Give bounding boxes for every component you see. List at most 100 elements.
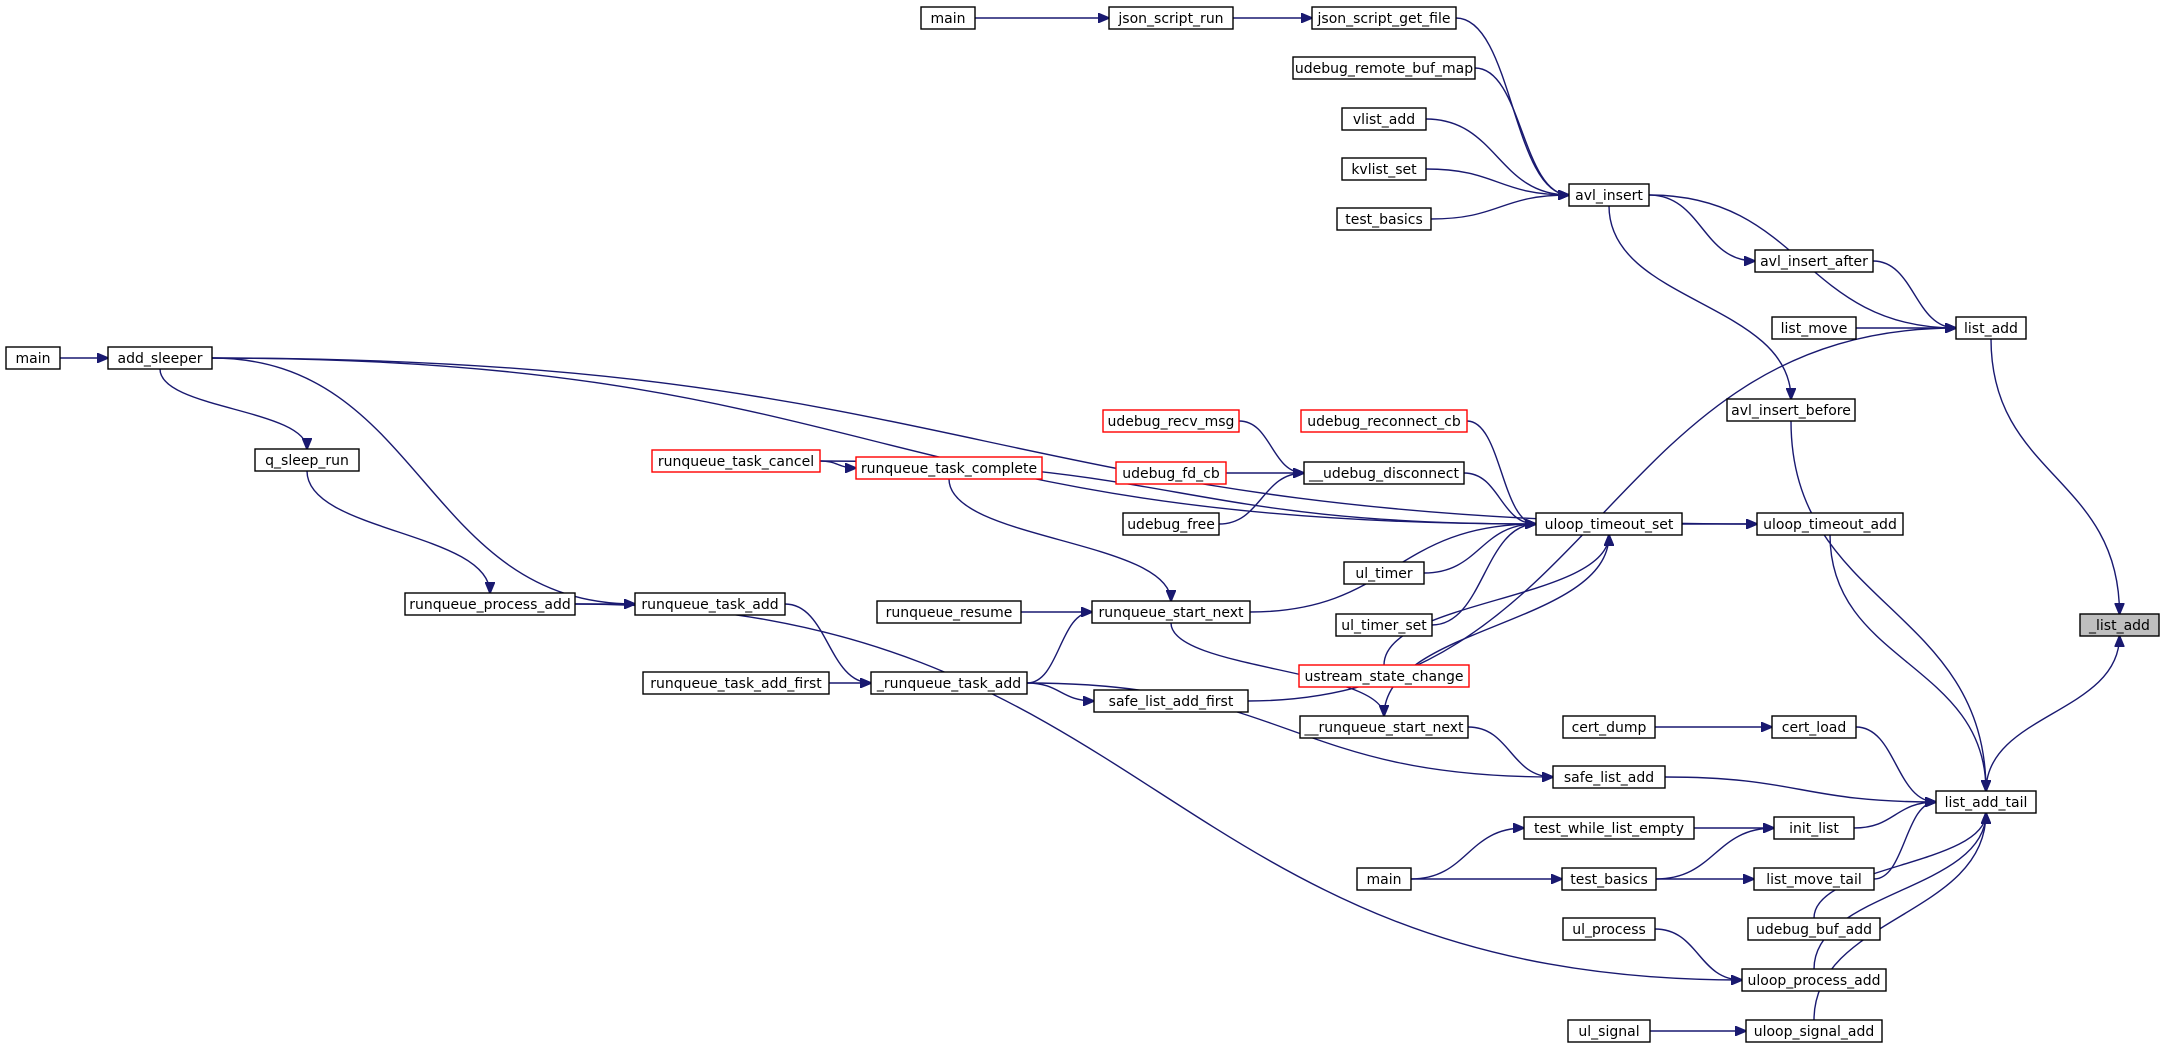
node-box[interactable] xyxy=(404,592,576,616)
node-uloop_timeout_add[interactable]: uloop_timeout_add xyxy=(1756,512,1904,536)
node-box[interactable] xyxy=(1093,689,1249,713)
node-box[interactable] xyxy=(1773,816,1855,840)
node-runqueue_task_cancel[interactable]: runqueue_task_cancel xyxy=(651,449,821,473)
node-test_while_list_empty[interactable]: test_while_list_empty xyxy=(1523,816,1695,840)
node-udebug_remote_buf_map[interactable]: udebug_remote_buf_map xyxy=(1292,56,1476,80)
node-runqueue_task_add_internal[interactable]: _runqueue_task_add xyxy=(870,671,1028,695)
node-q_sleep_run[interactable]: q_sleep_run xyxy=(254,448,360,472)
node-box[interactable] xyxy=(1561,867,1657,891)
node-ul_timer_set[interactable]: ul_timer_set xyxy=(1335,613,1433,637)
node-ustream_state_change[interactable]: ustream_state_change xyxy=(1298,664,1470,688)
node-box[interactable] xyxy=(870,671,1028,695)
node-box[interactable] xyxy=(1935,790,2037,814)
node-box[interactable] xyxy=(876,600,1022,624)
node-avl_insert_after[interactable]: avl_insert_after xyxy=(1754,249,1874,273)
node-main_left[interactable]: main xyxy=(5,346,61,370)
node-box[interactable] xyxy=(1771,316,1857,340)
node-box[interactable] xyxy=(1115,461,1227,485)
node-ul_signal[interactable]: ul_signal xyxy=(1567,1019,1651,1043)
node-box[interactable] xyxy=(1753,867,1875,891)
node-ul_process[interactable]: ul_process xyxy=(1562,917,1656,941)
node-safe_list_add_first[interactable]: safe_list_add_first xyxy=(1093,689,1249,713)
node-box[interactable] xyxy=(920,6,976,30)
node-runqueue_task_complete[interactable]: runqueue_task_complete xyxy=(855,456,1043,480)
node-ul_timer[interactable]: ul_timer xyxy=(1343,561,1425,585)
node-box[interactable] xyxy=(1108,6,1234,30)
node-list_add_target[interactable]: _list_add xyxy=(2079,613,2160,637)
node-box[interactable] xyxy=(1091,600,1251,624)
node-main_bottom[interactable]: main xyxy=(1356,867,1412,891)
node-box[interactable] xyxy=(1567,1019,1651,1043)
node-box[interactable] xyxy=(254,448,360,472)
node-init_list[interactable]: init_list xyxy=(1773,816,1855,840)
node-test_basics_bottom[interactable]: test_basics xyxy=(1561,867,1657,891)
node-box[interactable] xyxy=(1335,613,1433,637)
node-runqueue_resume[interactable]: runqueue_resume xyxy=(876,600,1022,624)
node-box[interactable] xyxy=(642,671,830,695)
node-box[interactable] xyxy=(1756,512,1904,536)
node-box[interactable] xyxy=(1298,664,1470,688)
node-uloop_signal_add[interactable]: uloop_signal_add xyxy=(1745,1019,1883,1043)
node-box[interactable] xyxy=(634,592,786,616)
node-box[interactable] xyxy=(1300,409,1468,433)
node-udebug_reconnect_cb[interactable]: udebug_reconnect_cb xyxy=(1300,409,1468,433)
node-udebug_recv_msg[interactable]: udebug_recv_msg xyxy=(1102,409,1240,433)
node-box[interactable] xyxy=(1741,968,1887,992)
node-box[interactable] xyxy=(1303,461,1465,485)
node-box[interactable] xyxy=(1343,561,1425,585)
node-box[interactable] xyxy=(1747,917,1881,941)
node-list_move_tail[interactable]: list_move_tail xyxy=(1753,867,1875,891)
node-box[interactable] xyxy=(1771,715,1857,739)
node-box[interactable] xyxy=(1122,512,1220,536)
node-box[interactable] xyxy=(651,449,821,473)
node-list_add[interactable]: list_add xyxy=(1955,316,2027,340)
node-runqueue_start_next[interactable]: runqueue_start_next xyxy=(1091,600,1251,624)
node-box[interactable] xyxy=(1356,867,1412,891)
node-runqueue_task_add[interactable]: runqueue_task_add xyxy=(634,592,786,616)
node-runqueue_process_add[interactable]: runqueue_process_add xyxy=(404,592,576,616)
node-runqueue_task_add_first[interactable]: runqueue_task_add_first xyxy=(642,671,830,695)
node-box[interactable] xyxy=(1955,316,2027,340)
node-box[interactable] xyxy=(2079,613,2160,637)
node-box[interactable] xyxy=(855,456,1043,480)
node-box[interactable] xyxy=(1562,917,1656,941)
node-box[interactable] xyxy=(1754,249,1874,273)
node-list_move[interactable]: list_move xyxy=(1771,316,1857,340)
node-runqueue_start_next_internal[interactable]: __runqueue_start_next xyxy=(1299,715,1469,739)
node-box[interactable] xyxy=(1745,1019,1883,1043)
node-uloop_process_add[interactable]: uloop_process_add xyxy=(1741,968,1887,992)
node-main_json[interactable]: main xyxy=(920,6,976,30)
node-json_script_get_file[interactable]: json_script_get_file xyxy=(1311,6,1457,30)
node-box[interactable] xyxy=(1299,715,1469,739)
node-box[interactable] xyxy=(1102,409,1240,433)
node-list_add_tail[interactable]: list_add_tail xyxy=(1935,790,2037,814)
node-box[interactable] xyxy=(1568,183,1650,207)
node-udebug_free[interactable]: udebug_free xyxy=(1122,512,1220,536)
node-box[interactable] xyxy=(1535,512,1683,536)
node-box[interactable] xyxy=(1341,157,1427,181)
node-box[interactable] xyxy=(1341,107,1427,131)
node-cert_load[interactable]: cert_load xyxy=(1771,715,1857,739)
node-box[interactable] xyxy=(1292,56,1476,80)
node-safe_list_add[interactable]: safe_list_add xyxy=(1552,765,1666,789)
node-test_basics_top[interactable]: test_basics xyxy=(1336,207,1432,231)
node-box[interactable] xyxy=(1562,715,1656,739)
node-udebug_fd_cb[interactable]: udebug_fd_cb xyxy=(1115,461,1227,485)
node-box[interactable] xyxy=(1311,6,1457,30)
node-add_sleeper[interactable]: add_sleeper xyxy=(107,346,213,370)
node-box[interactable] xyxy=(1552,765,1666,789)
node-box[interactable] xyxy=(1726,398,1856,422)
node-box[interactable] xyxy=(107,346,213,370)
node-box[interactable] xyxy=(1523,816,1695,840)
node-kvlist_set[interactable]: kvlist_set xyxy=(1341,157,1427,181)
node-avl_insert_before[interactable]: avl_insert_before xyxy=(1726,398,1856,422)
node-udebug_buf_add[interactable]: udebug_buf_add xyxy=(1747,917,1881,941)
node-uloop_timeout_set[interactable]: uloop_timeout_set xyxy=(1535,512,1683,536)
node-udebug_disconnect[interactable]: __udebug_disconnect xyxy=(1303,461,1465,485)
node-json_script_run[interactable]: json_script_run xyxy=(1108,6,1234,30)
node-vlist_add[interactable]: vlist_add xyxy=(1341,107,1427,131)
node-box[interactable] xyxy=(5,346,61,370)
node-box[interactable] xyxy=(1336,207,1432,231)
node-cert_dump[interactable]: cert_dump xyxy=(1562,715,1656,739)
node-avl_insert[interactable]: avl_insert xyxy=(1568,183,1650,207)
